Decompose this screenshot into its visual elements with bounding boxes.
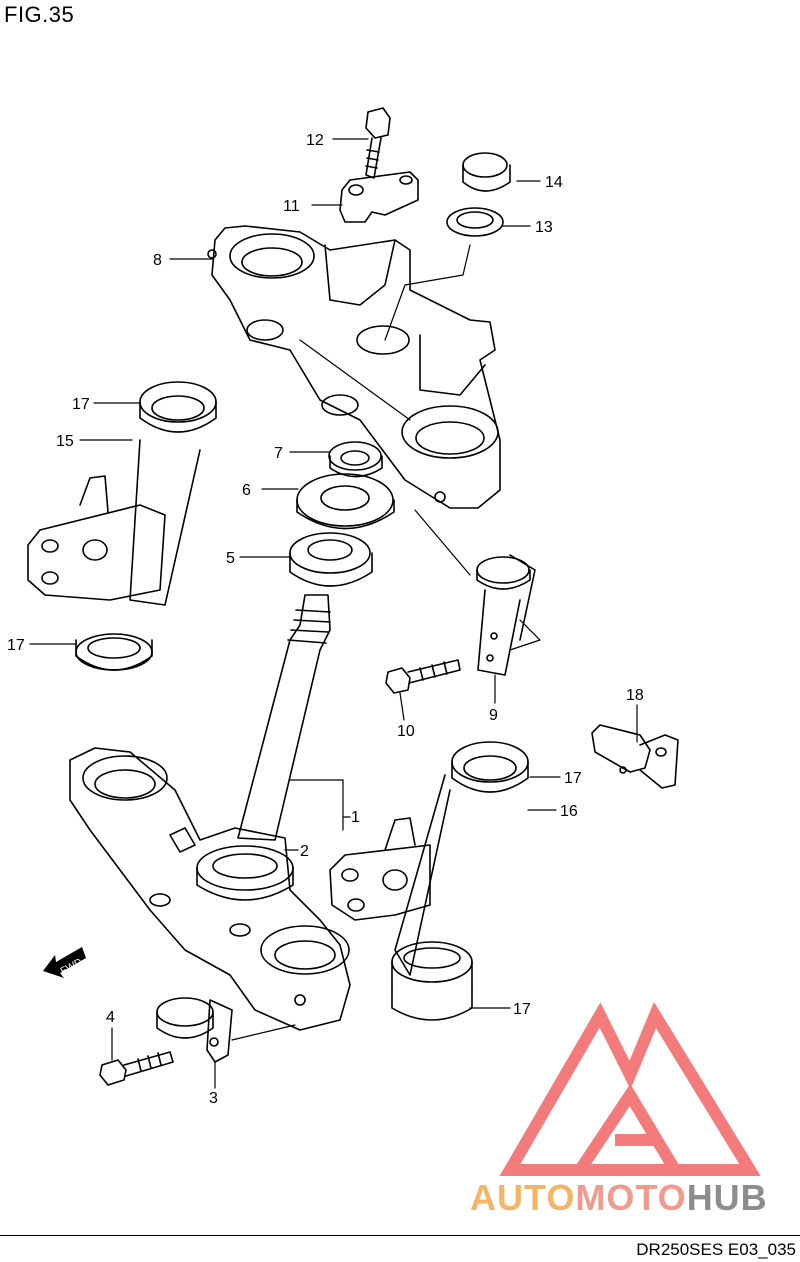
automotohub-logo: AUTOMOTOHUB (470, 1001, 768, 1218)
logo-word-moto: MOTO (575, 1177, 686, 1218)
left-cable-guide (27, 381, 217, 671)
callout-9: 9 (489, 707, 498, 724)
leader-lines (29, 138, 638, 1089)
stem-washer (446, 207, 504, 237)
callout-17a: 17 (72, 396, 90, 413)
bearing (289, 532, 373, 587)
callout-8: 8 (153, 252, 162, 269)
handlebar-holder (339, 171, 419, 223)
clamp-bolt (99, 1051, 174, 1086)
figure-title: FIG.35 (4, 2, 75, 27)
callout-17d: 17 (513, 1001, 531, 1018)
callout-3: 3 (209, 1090, 218, 1107)
logo-triangle-icon (499, 1001, 761, 1176)
callout-17b: 17 (7, 637, 25, 654)
dust-seal (296, 473, 395, 530)
lock-nut (328, 441, 383, 478)
callout-1: 1 (351, 809, 360, 826)
callout-14: 14 (545, 174, 563, 191)
callout-4: 4 (106, 1009, 115, 1026)
callout-10: 10 (397, 723, 415, 740)
callout-12: 12 (306, 132, 324, 149)
logo-word-auto: AUTO (470, 1177, 575, 1218)
callout-13: 13 (535, 219, 553, 236)
callout-17c: 17 (564, 770, 582, 787)
hose-guide-bolt (385, 659, 461, 694)
callout-labels: 1 2 3 4 5 6 7 8 9 10 11 12 13 14 15 16 1… (7, 132, 644, 1107)
svg-text:AUTOMOTOHUB: AUTOMOTOHUB (470, 1177, 768, 1218)
fwd-arrow-icon (43, 947, 86, 978)
callout-18: 18 (626, 687, 644, 704)
logo-word-hub: HUB (687, 1177, 768, 1218)
callout-6: 6 (242, 482, 251, 499)
callout-16: 16 (560, 803, 578, 820)
upper-bracket (207, 225, 501, 509)
stem-nut (462, 152, 511, 192)
right-cable-guide (329, 741, 529, 1021)
steering-stem (237, 594, 331, 841)
bottom-rule (0, 1235, 800, 1236)
holder-bolt (365, 107, 391, 179)
callout-7: 7 (274, 445, 283, 462)
figure-code: DR250SES E03_035 (636, 1240, 796, 1259)
lower-clamp (156, 997, 233, 1063)
callout-5: 5 (226, 550, 235, 567)
clip-part (591, 724, 679, 789)
lower-bracket (69, 747, 351, 1031)
callout-2: 2 (300, 843, 309, 860)
callout-11: 11 (283, 198, 300, 215)
callout-15: 15 (56, 433, 74, 450)
hose-guide (476, 554, 536, 676)
